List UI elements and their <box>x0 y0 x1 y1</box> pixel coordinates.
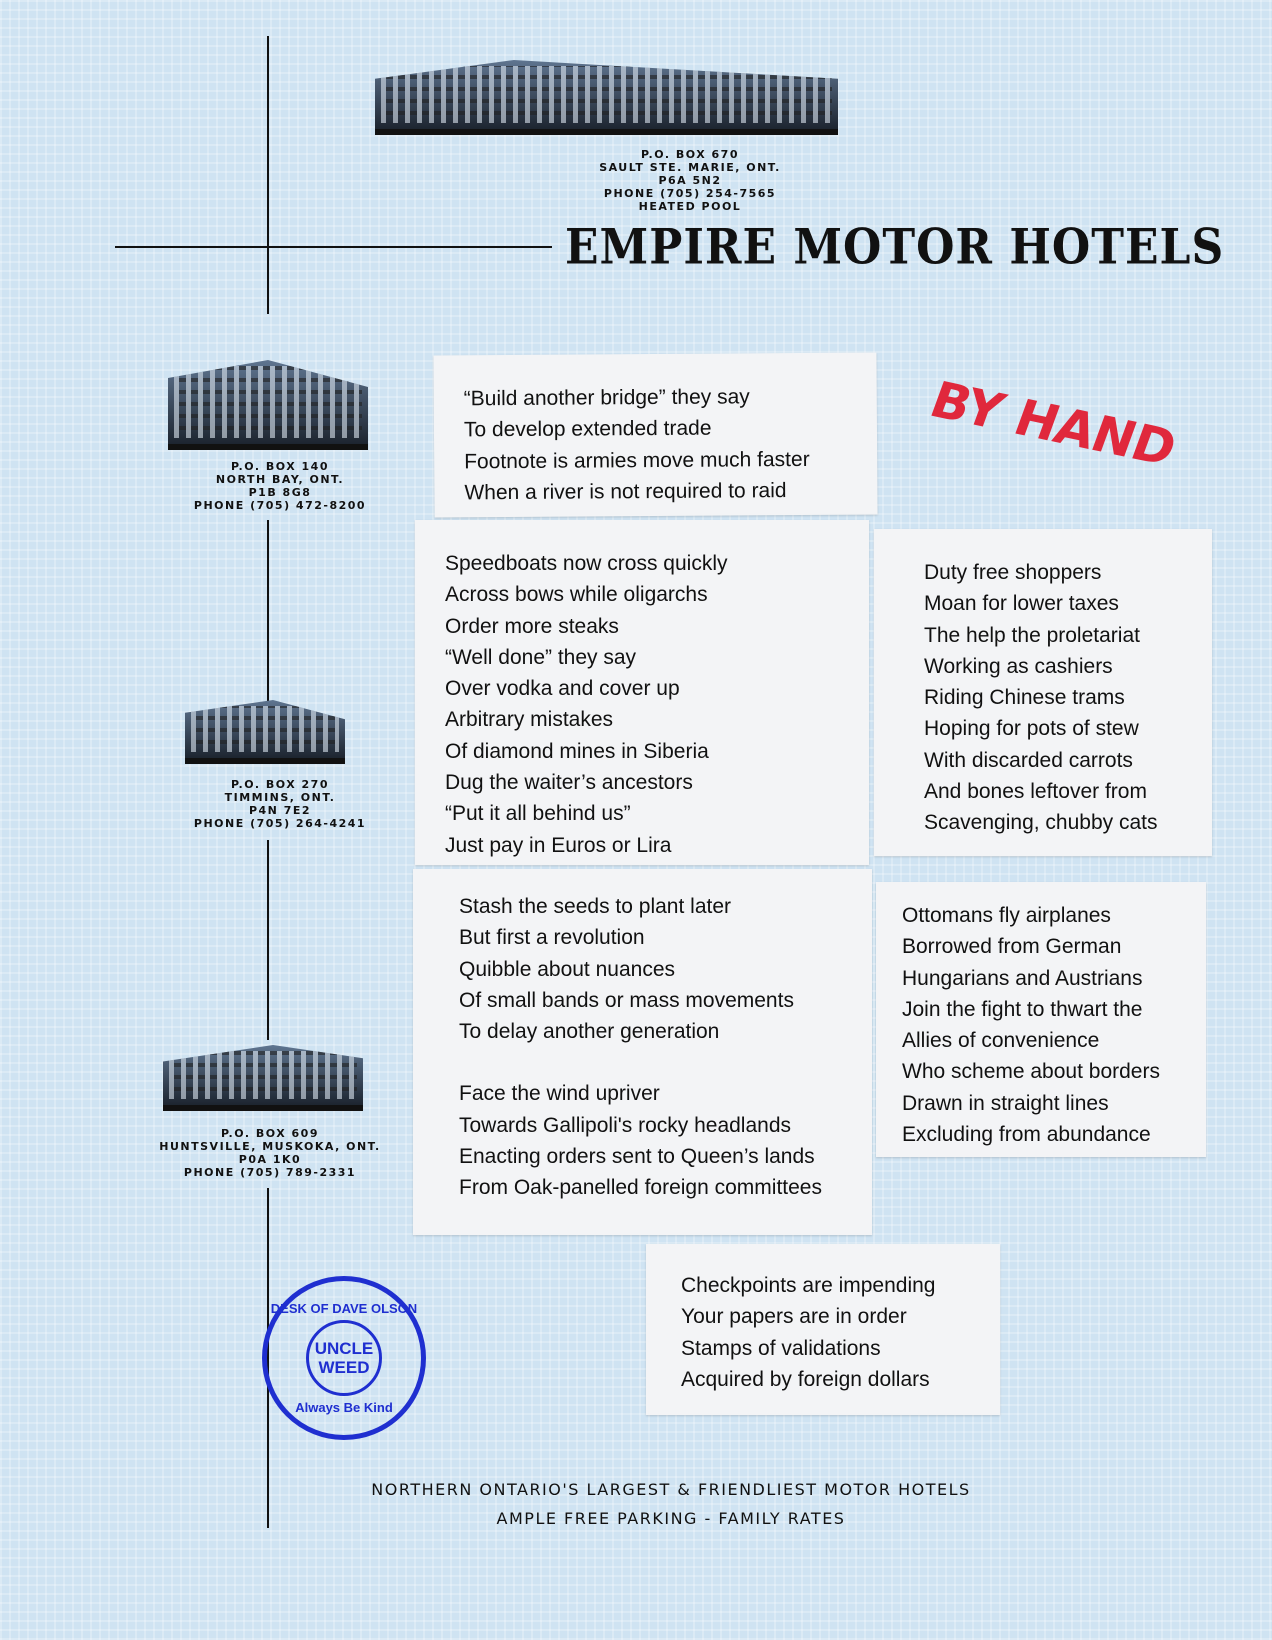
poem-line: Who scheme about borders <box>902 1060 1160 1084</box>
poem-line: The help the proletariat <box>924 623 1140 647</box>
poem-line: Of small bands or mass movements <box>459 988 794 1012</box>
poem-line: Your papers are in order <box>681 1305 907 1329</box>
poem-line: Borrowed from German <box>902 935 1122 959</box>
stanza-break <box>459 1047 872 1078</box>
text-line: P.O. BOX 670 <box>641 148 739 161</box>
text-line: PHONE (705) 789-2331 <box>183 1166 357 1179</box>
poem-card-1: “Build another bridge” they say To develo… <box>433 352 878 518</box>
text-line: UNCLE <box>314 1339 374 1358</box>
poem-line: Quibble about nuances <box>459 957 675 981</box>
poem-line: Across bows while oligarchs <box>445 583 708 607</box>
text-line: P6A 5N2 <box>658 174 722 187</box>
poem-line: Footnote is armies move much faster <box>464 447 810 473</box>
hotel-illustration-north-bay <box>168 360 368 450</box>
stamp-bottom-text: Always Be Kind <box>295 1400 393 1415</box>
poem-line: Towards Gallipoli's rocky headlands <box>459 1113 792 1137</box>
poem-line: Hungarians and Austrians <box>902 966 1143 990</box>
poem-line: “Well done” they say <box>445 645 637 669</box>
stamp-outer-text: DESK OF DAVE OLSON <box>270 1301 418 1316</box>
poem-line: Allies of convenience <box>902 1029 1100 1053</box>
poem-line: Face the wind upriver <box>459 1082 660 1106</box>
poem-line: Of diamond mines in Siberia <box>445 739 709 763</box>
text-line: HEATED POOL <box>638 200 742 213</box>
hotel-illustration-timmins <box>185 700 345 764</box>
text-line: P.O. BOX 140 <box>231 460 329 473</box>
text-line: NORTH BAY, ONT. <box>215 473 345 486</box>
divider-vertical <box>267 36 269 314</box>
poem-line: Speedboats now cross quickly <box>445 552 728 575</box>
footer-tagline: NORTHERN ONTARIO'S LARGEST & FRIENDLIEST… <box>371 1480 971 1499</box>
poem-line: Join the fight to thwart the <box>902 997 1143 1021</box>
text-line: P4N 7E2 <box>248 804 312 817</box>
poem-line: Over vodka and cover up <box>445 677 680 701</box>
text-line: PHONE (705) 472-8200 <box>193 499 367 512</box>
poem-line: Checkpoints are impending <box>681 1274 936 1297</box>
poem-line: To delay another generation <box>459 1020 720 1044</box>
poem-line: Drawn in straight lines <box>902 1091 1109 1115</box>
poem-line: Just pay in Euros or Lira <box>445 833 672 857</box>
text-line: WEED <box>318 1358 370 1377</box>
divider-vertical <box>267 840 269 1040</box>
text-line: PHONE (705) 254-7565 <box>603 187 777 200</box>
main-hotel-illustration <box>375 60 838 135</box>
text-line: SAULT STE. MARIE, ONT. <box>599 161 781 174</box>
poem-line: To develop extended trade <box>463 416 712 442</box>
poem-line: Order more steaks <box>445 614 619 638</box>
divider-horizontal <box>115 246 552 248</box>
poem-line: Scavenging, chubby cats <box>924 811 1158 835</box>
text-line: HUNTSVILLE, MUSKOKA, ONT. <box>159 1140 381 1153</box>
hotel-illustration-huntsville <box>163 1045 363 1111</box>
text-line: P0A 1K0 <box>238 1153 302 1166</box>
poem-line: But first a revolution <box>459 926 645 950</box>
poem-line: Arbitrary mistakes <box>445 708 614 732</box>
poem-line: Dug the waiter’s ancestors <box>445 771 693 795</box>
by-hand-stamp: BY HAND <box>922 370 1184 478</box>
divider-vertical <box>267 520 269 720</box>
poem-line: Duty free shoppers <box>924 561 1102 584</box>
text-line: PHONE (705) 264-4241 <box>193 817 367 830</box>
text-line: TIMMINS, ONT. <box>224 791 336 804</box>
poem-line: Riding Chinese trams <box>924 686 1125 710</box>
poem-line: Excluding from abundance <box>902 1123 1151 1147</box>
poem-line: Hoping for pots of stew <box>924 717 1139 741</box>
poem-line: Moan for lower taxes <box>924 592 1119 616</box>
letterhead-title: EMPIRE MOTOR HOTELS <box>565 219 1225 276</box>
poem-line: Ottomans fly airplanes <box>902 904 1111 927</box>
poem-line: And bones leftover from <box>924 780 1147 804</box>
text-line: P.O. BOX 609 <box>221 1127 319 1140</box>
poem-line: With discarded carrots <box>924 748 1133 772</box>
poem-line: Stash the seeds to plant later <box>459 895 732 918</box>
poem-line: Stamps of validations <box>681 1336 881 1360</box>
poem-line: When a river is not required to raid <box>464 478 787 505</box>
text-line: P.O. BOX 270 <box>231 778 329 791</box>
poem-line: From Oak-panelled foreign committees <box>459 1176 822 1200</box>
poem-line: “Build another bridge” they say <box>463 385 750 411</box>
text-line: P1B 8G8 <box>248 486 312 499</box>
poem-line: “Put it all behind us” <box>445 802 631 826</box>
footer-parking: AMPLE FREE PARKING - FAMILY RATES <box>496 1509 846 1528</box>
poem-line: Working as cashiers <box>924 654 1113 678</box>
poem-line: Enacting orders sent to Queen’s lands <box>459 1145 815 1169</box>
poem-line: Acquired by foreign dollars <box>681 1367 930 1391</box>
